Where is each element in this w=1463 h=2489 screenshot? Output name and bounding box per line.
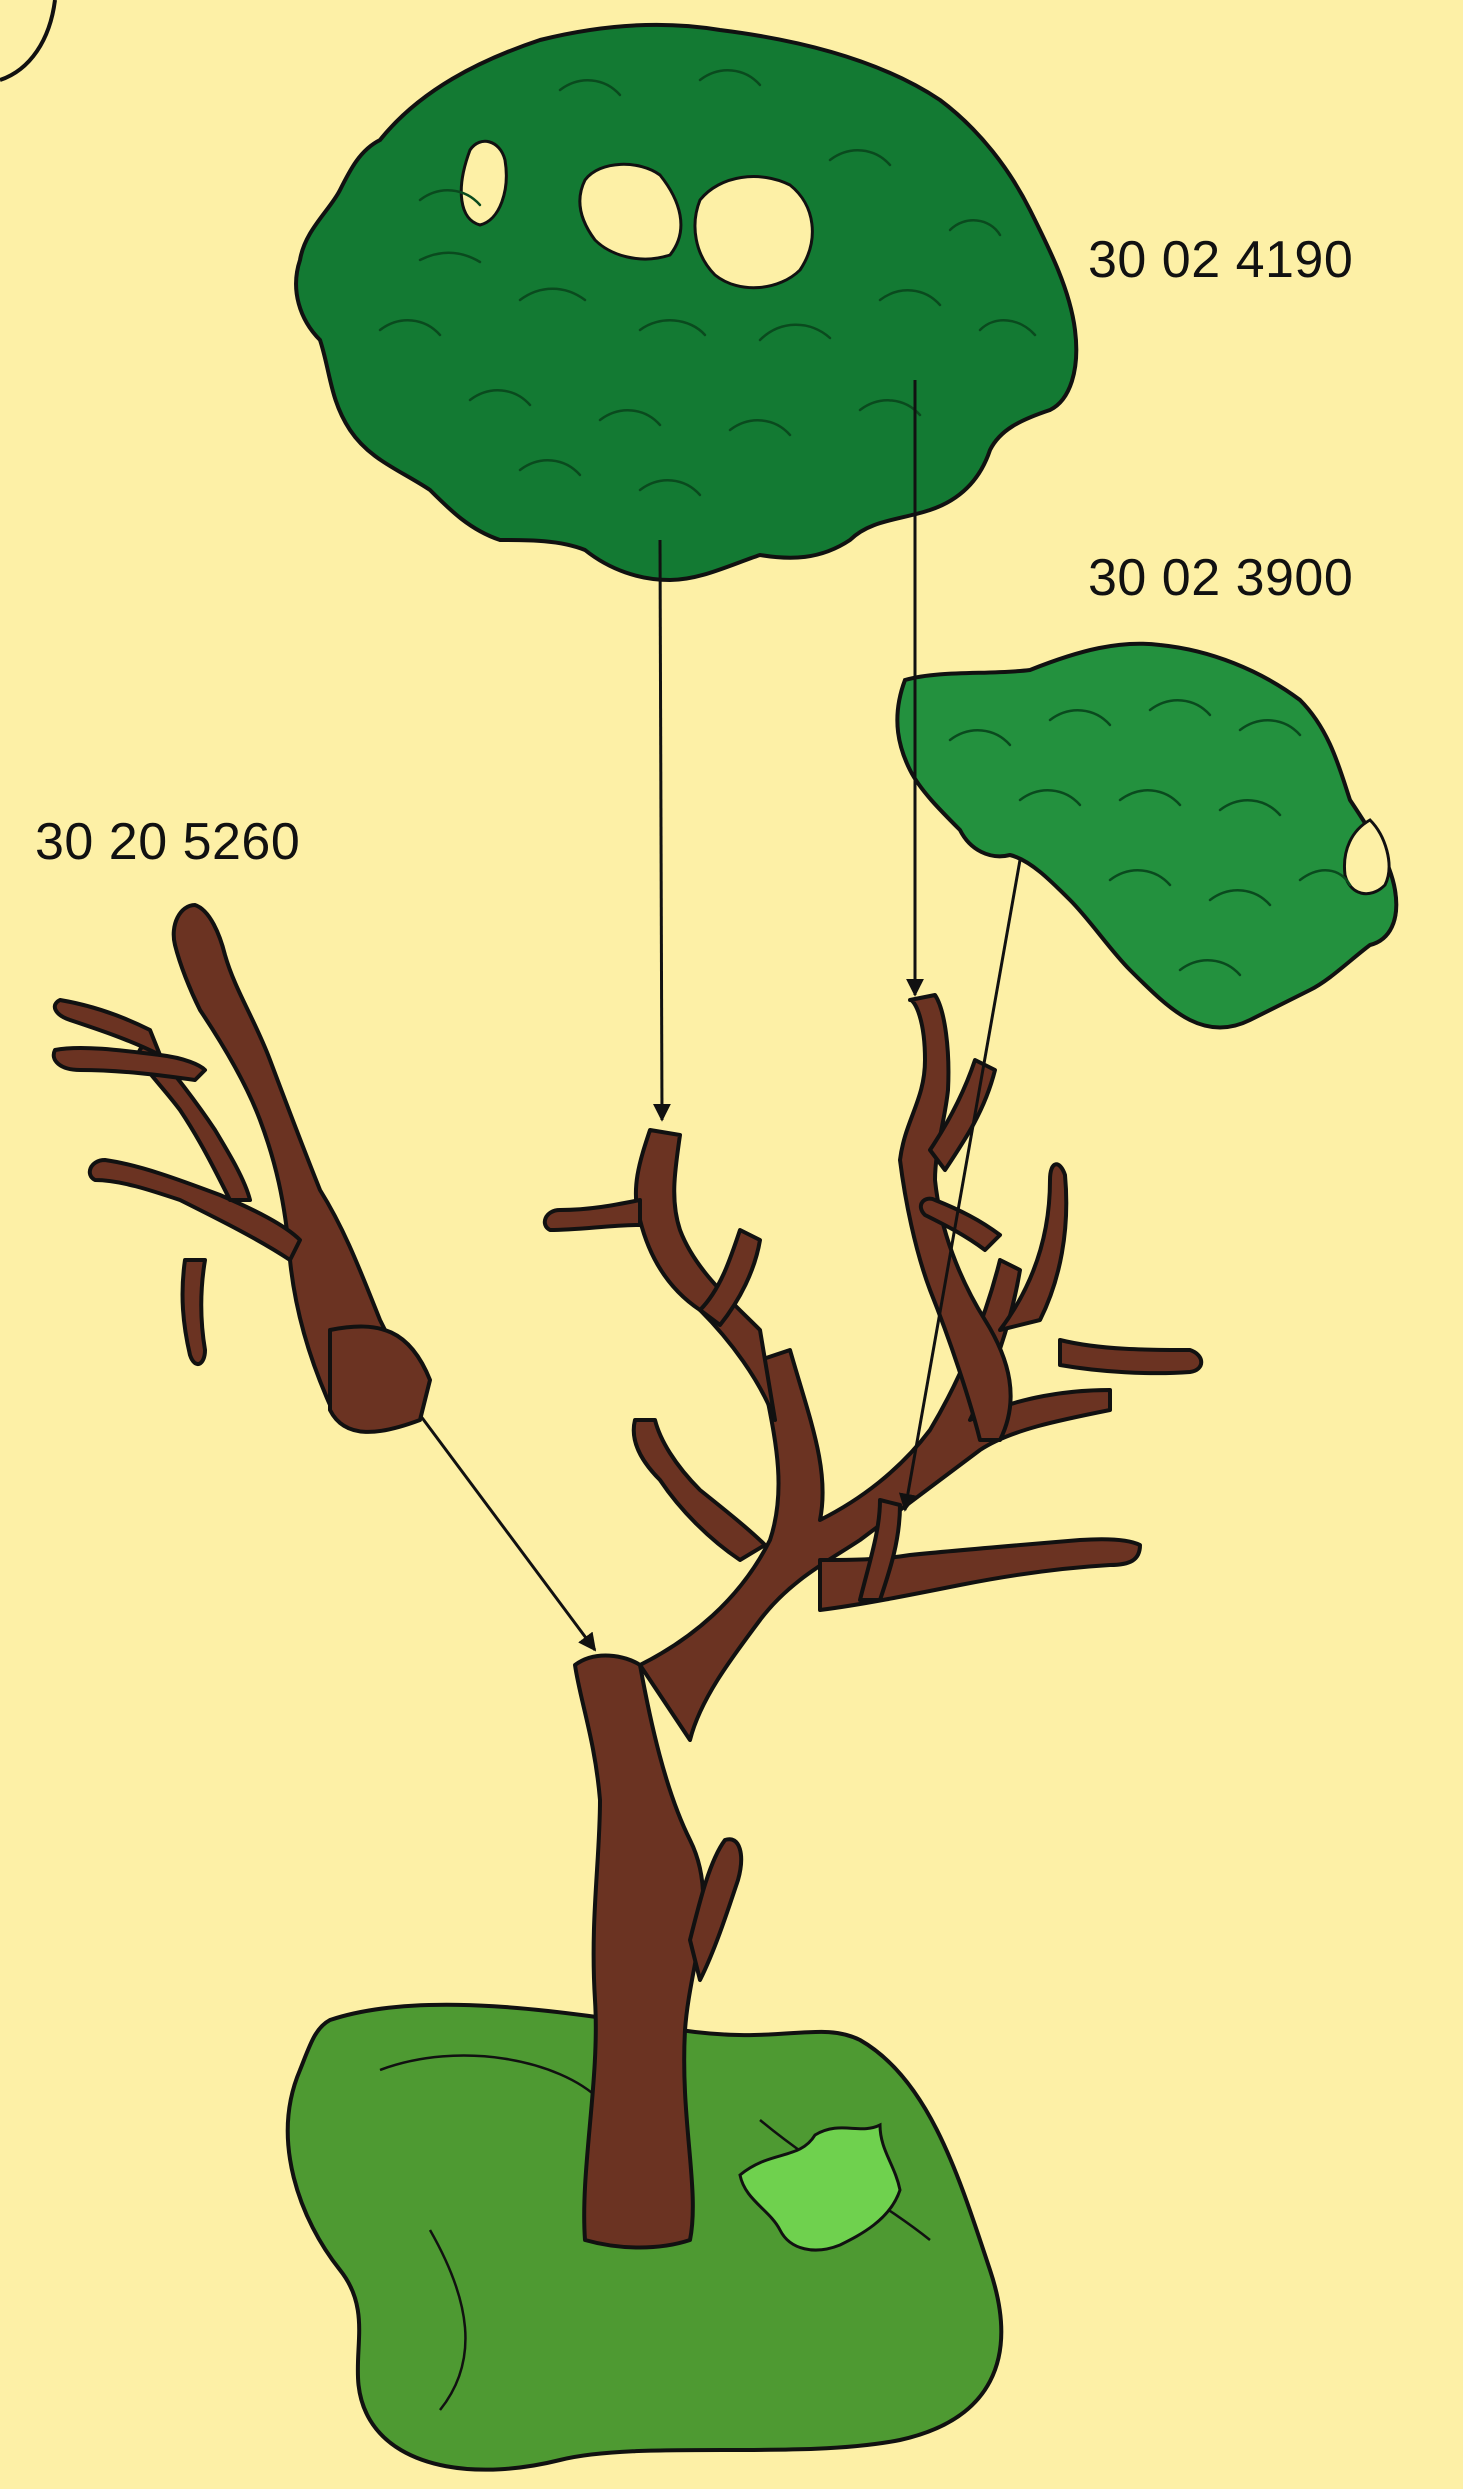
canopy-large xyxy=(296,25,1076,580)
label-canopy-small: 30 02 3900 xyxy=(1088,548,1353,608)
canopy-large-hole-right xyxy=(695,177,812,288)
canopy-small xyxy=(897,644,1396,1028)
arrow-canopy-large-left xyxy=(660,540,662,1120)
label-canopy-large: 30 02 4190 xyxy=(1088,230,1353,290)
corner-circle-fragment xyxy=(0,0,55,80)
label-branch: 30 20 5260 xyxy=(35,812,300,872)
arrow-branch xyxy=(420,1415,595,1650)
loose-branch xyxy=(54,905,430,1432)
